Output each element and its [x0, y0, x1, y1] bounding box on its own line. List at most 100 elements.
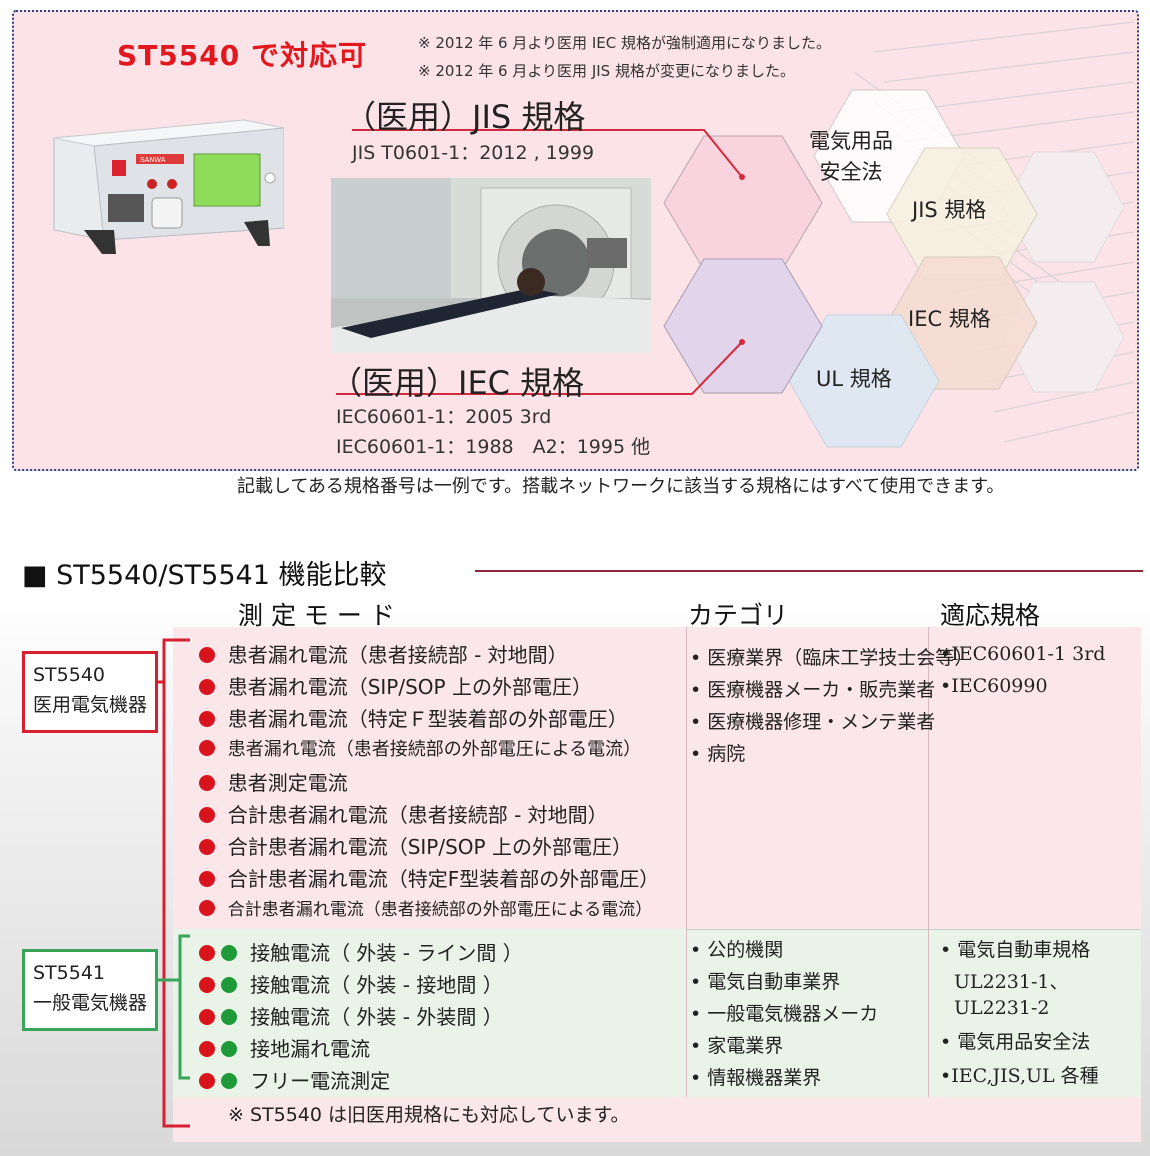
green-dot-icon [221, 1009, 238, 1025]
list-item: フリー電流測定 [199, 1065, 390, 1094]
mode-label: 患者漏れ電流（SIP/SOP 上の外部電圧） [227, 675, 592, 699]
model-desc: 医用電気機器 [33, 694, 148, 716]
decor-hexagon [1003, 281, 1125, 393]
hex-label-denki-line1: 電気用品 [809, 129, 893, 153]
list-item: 接触電流（ 外装 - 接地間 ） [199, 969, 503, 998]
mode-label: 合計患者漏れ電流（患者接続部の外部電圧による電流） [227, 900, 653, 920]
standards-panel: ST5540 で対応可 ※ 2012 年 6 月より医用 IEC 規格が強制適用… [12, 10, 1139, 471]
comparison-table [173, 627, 1141, 1142]
table-medical-bg [173, 627, 1141, 929]
list-item: 患者漏れ電流（SIP/SOP 上の外部電圧） [199, 671, 592, 700]
red-dot-icon [199, 647, 215, 663]
headline: ST5540 で対応可 [117, 39, 367, 72]
list-item: 合計患者漏れ電流（患者接続部 - 対地間） [199, 799, 608, 828]
red-dot-icon [199, 1041, 215, 1057]
hex-label-iec: IEC 規格 [908, 307, 991, 331]
green-dot-icon [221, 1041, 238, 1057]
iec-code-1: IEC60601-1：2005 3rd [336, 406, 552, 428]
mode-label: 接触電流（ 外装 - 外装間 ） [250, 1005, 503, 1029]
red-dot-icon [199, 711, 215, 727]
list-item: 患者測定電流 [199, 767, 348, 796]
ct-scanner-photo [331, 178, 651, 353]
red-dot-icon [199, 775, 215, 791]
hex-label-denki: 電気用品 安全法 [809, 126, 893, 188]
standard-item: •IEC60601-1 3rd [940, 643, 1106, 665]
category-item: • 公的機関 [690, 939, 784, 961]
list-item: 患者漏れ電流（特定Ｆ型装着部の外部電圧） [199, 703, 628, 732]
model-box-st5541: ST5541 一般電気機器 [22, 949, 158, 1031]
jis-connector-line [352, 129, 743, 178]
device-brand: SANWA [140, 157, 166, 164]
standards-footnote: 記載してある規格番号は一例です。搭載ネットワークに該当する規格にはすべて使用でき… [237, 476, 1005, 497]
model-desc: 一般電気機器 [33, 992, 148, 1014]
hex-jis-medical [663, 135, 823, 271]
category-item: • 一般電気機器メーカ [690, 1003, 879, 1025]
mode-label: 患者漏れ電流（特定Ｆ型装着部の外部電圧） [227, 707, 628, 731]
section-title: ■ ST5540/ST5541 機能比較 [22, 560, 387, 591]
red-dot-icon [199, 945, 215, 961]
category-item: • 電気自動車業界 [690, 971, 841, 993]
mode-label: 接触電流（ 外装 - ライン間 ） [250, 941, 523, 965]
standard-item: • 電気自動車規格 [940, 939, 1091, 961]
red-dot-icon [199, 1073, 215, 1089]
mode-label: 接地漏れ電流 [250, 1037, 371, 1061]
category-item: • 医療機器修理・メンテ業者 [690, 711, 936, 733]
list-item: 合計患者漏れ電流（特定F型装着部の外部電圧） [199, 863, 659, 892]
green-dot-icon [221, 1073, 238, 1089]
mode-label: 患者漏れ電流（患者接続部 - 対地間） [227, 643, 568, 667]
iec-code-2: IEC60601-1：1988 A2：1995 他 [336, 436, 651, 458]
jis-title: （医用）JIS 規格 [344, 98, 586, 136]
jis-code: JIS T0601-1：2012 , 1999 [352, 142, 595, 164]
note-jis: ※ 2012 年 6 月より医用 JIS 規格が変更になりました。 [418, 62, 795, 80]
jis-connector-dot [739, 174, 745, 180]
list-item: 合計患者漏れ電流（SIP/SOP 上の外部電圧） [199, 831, 632, 860]
table-divider [928, 627, 929, 1097]
standard-item: • 電気用品安全法 [940, 1031, 1091, 1053]
list-item: 接触電流（ 外装 - 外装間 ） [199, 1001, 503, 1030]
table-note-bg [173, 1097, 1141, 1142]
model-name: ST5541 [33, 962, 106, 984]
category-item: • 情報機器業界 [690, 1067, 822, 1089]
iec-connector-dot [739, 339, 745, 345]
table-note: ※ ST5540 は旧医用規格にも対応しています。 [228, 1104, 630, 1126]
category-item: • 病院 [690, 743, 746, 765]
red-dot-icon [199, 1009, 215, 1025]
standard-item: •IEC,JIS,UL 各種 [940, 1065, 1099, 1087]
category-item: • 家電業界 [690, 1035, 784, 1057]
iec-connector-line [336, 341, 743, 395]
section-rule [475, 570, 1143, 572]
hex-label-ul: UL 規格 [816, 367, 892, 391]
red-dot-icon [199, 871, 215, 887]
red-dot-icon [199, 839, 215, 855]
mode-label: フリー電流測定 [250, 1069, 391, 1093]
model-box-st5540: ST5540 医用電気機器 [22, 651, 158, 733]
hex-label-denki-line2: 安全法 [819, 160, 883, 184]
mode-label: 患者測定電流 [227, 771, 348, 795]
red-dot-icon [199, 807, 215, 823]
hex-iec-medical [663, 258, 823, 394]
table-divider [686, 627, 687, 1097]
red-dot-icon [199, 679, 215, 695]
list-item: 合計患者漏れ電流（患者接続部の外部電圧による電流） [199, 895, 652, 920]
list-item: 患者漏れ電流（患者接続部 - 対地間） [199, 639, 568, 668]
tester-device-image: SANWA [53, 119, 284, 254]
mode-label: 合計患者漏れ電流（SIP/SOP 上の外部電圧） [227, 835, 632, 859]
hex-ul [788, 314, 940, 448]
note-iec: ※ 2012 年 6 月より医用 IEC 規格が強制適用になりました。 [418, 34, 831, 52]
list-item: 接触電流（ 外装 - ライン間 ） [199, 937, 523, 966]
standard-item: UL2231-2 [954, 997, 1050, 1019]
list-item: 接地漏れ電流 [199, 1033, 370, 1062]
col-header-mode: 測 定 モ ー ド [238, 601, 395, 630]
red-dot-icon [199, 900, 215, 916]
green-dot-icon [221, 945, 238, 961]
green-dot-icon [221, 977, 238, 993]
mode-label: 合計患者漏れ電流（患者接続部 - 対地間） [227, 803, 608, 827]
hexagon-diagram [336, 21, 1135, 448]
hex-label-jis: JIS 規格 [912, 198, 987, 222]
model-name: ST5540 [33, 664, 106, 686]
standard-item: •IEC60990 [940, 675, 1048, 697]
col-header-standard: 適応規格 [940, 601, 1041, 630]
standard-item: UL2231-1、 [954, 971, 1069, 993]
red-dot-icon [199, 977, 215, 993]
mode-label: 合計患者漏れ電流（特定F型装着部の外部電圧） [227, 867, 660, 891]
